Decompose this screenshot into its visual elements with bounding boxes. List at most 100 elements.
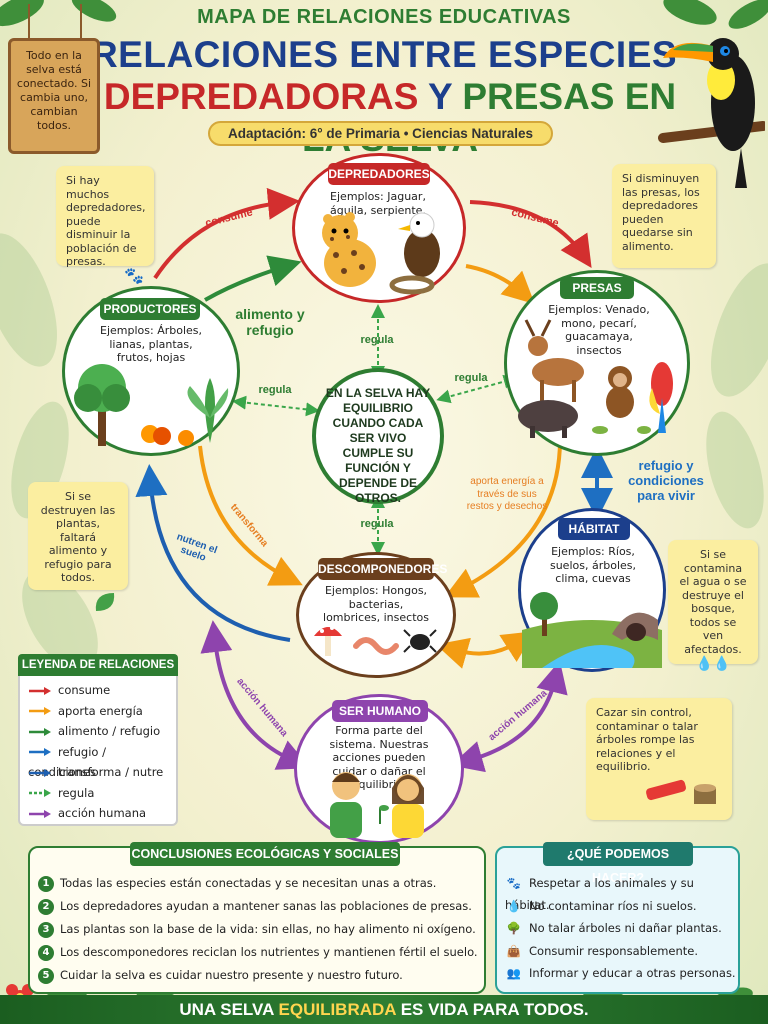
legend-item: refugio / condiciones <box>28 742 176 779</box>
footer-part1: UNA SELVA <box>179 1000 274 1019</box>
transforma-arrow <box>198 445 303 586</box>
consume-arrow-right <box>469 200 592 269</box>
node-depredadores-title: DEPREDADORES <box>328 163 430 185</box>
title-depredadoras: DEPREDADORAS <box>103 76 419 117</box>
regula-arrow-left <box>232 395 320 417</box>
node-depredadores-text: Ejemplos: Jaguar, águila, serpiente. <box>330 190 426 217</box>
conclusion-text: Todas las especies están conectadas y se… <box>60 876 437 890</box>
soil-arrow <box>435 631 535 669</box>
legend-title: LEYENDA DE RELACIONES <box>18 654 178 676</box>
note-top-right: Si disminuyen las presas, los depredador… <box>612 164 716 268</box>
energy-arrow-right <box>444 439 562 598</box>
conclusion-item: 4 Los descomponedores reciclan los nutrie… <box>38 941 478 963</box>
action-text: Respetar a los animales y su hábitat. <box>505 876 694 912</box>
conclusion-number-badge: 4 <box>38 944 54 961</box>
label-refugio: refugio y condiciones para vivir <box>628 458 704 503</box>
conclusions-title: CONCLUSIONES ECOLÓGICAS Y SOCIALES <box>130 842 400 866</box>
conclusion-number-badge: 1 <box>38 875 54 892</box>
sign-rope <box>28 4 30 40</box>
label-regula-left: regula <box>258 384 292 396</box>
grade-pill: Adaptación: 6° de Primaria • Ciencias Na… <box>208 121 553 146</box>
node-productores-title: PRODUCTORES <box>100 298 200 320</box>
human-arrow-right <box>450 660 568 773</box>
action-item: 🌳 No talar árboles ni dañar plantas. <box>505 917 737 939</box>
conclusion-text: Los descomponedores reciclan los nutrien… <box>60 945 478 959</box>
legend-item-label: consume <box>58 683 111 697</box>
conclusion-number-badge: 3 <box>38 921 54 938</box>
conclusion-item: 2 Los depredadores ayudan a mantener sana… <box>38 895 478 917</box>
tree-icon: 🌳 <box>506 921 522 935</box>
paw-icon: 🐾 <box>124 265 144 285</box>
leaf-icon <box>95 592 115 611</box>
paw-icon: 🐾 <box>506 876 522 890</box>
legend-item: acción humana <box>28 803 176 823</box>
note-bottom-right: Cazar sin control, contaminar o talar ár… <box>586 698 732 820</box>
node-descomponedores-title: DESCOMPONEDORES <box>318 558 447 580</box>
legend-arrow-icon <box>29 686 51 695</box>
legend-arrow-icon <box>29 707 51 715</box>
note-mid-left-text: Si se destruyen las plantas, faltará ali… <box>40 490 116 584</box>
legend-item-label: regula <box>58 785 95 800</box>
legend-arrow-icon <box>29 748 51 756</box>
legend-item: aporta energía <box>28 701 176 721</box>
note-mid-right: Si se contamina el agua o se destruye el… <box>668 540 758 671</box>
legend-item-label: acción humana <box>58 806 147 820</box>
water-drop-icon: 💧💧 <box>695 656 731 672</box>
regula-arrow-right <box>436 374 518 404</box>
shopping-bag-icon: 👜 <box>506 943 522 958</box>
conclusion-item: 1 Todas las especies están conectadas y s… <box>38 872 478 894</box>
action-text: No contaminar ríos ni suelos. <box>529 898 697 913</box>
title-y: Y <box>428 76 453 117</box>
node-descomponedores-text: Ejemplos: Hongos, bacterias, lombrices, … <box>323 584 429 624</box>
legend-item: consume <box>28 680 176 700</box>
legend-arrow-icon <box>29 809 51 818</box>
action-text: No talar árboles ni dañar plantas. <box>529 921 722 935</box>
legend-item: regula <box>28 783 176 803</box>
decomposers-icon <box>314 626 437 656</box>
node-habitat-text: Ejemplos: Ríos, suelos, árboles, clima, … <box>549 545 636 585</box>
node-centro[interactable] <box>312 368 444 504</box>
actions-title: ¿QUÉ PODEMOS HACER? <box>543 842 693 885</box>
legend-item-label: transforma / nutre <box>58 765 164 779</box>
note-top-left: Si hay muchos depredadores, puede dismin… <box>56 166 154 283</box>
plants-icon <box>74 364 229 446</box>
node-presas-title: PRESAS <box>560 277 634 299</box>
chainsaw-stump-icon <box>646 779 716 804</box>
conclusion-item: 3 Las plantas son la base de la vida: sin… <box>38 918 478 940</box>
center-message: EN LA SELVA HAY EQUILIBRIO CUANDO CADA S… <box>325 386 431 505</box>
action-item: 💧 No contaminar ríos ni suelos. <box>505 895 737 917</box>
footer-banner: UNA SELVA EQUILIBRADA ES VIDA PARA TODOS… <box>0 995 768 1024</box>
habitat-icon <box>522 592 662 668</box>
footer-part2: EQUILIBRADA <box>278 1000 396 1019</box>
people-icon: 👥 <box>506 966 522 980</box>
note-bottom-right-text: Cazar sin control, contaminar o talar ár… <box>596 706 698 773</box>
food-arrow <box>204 255 302 302</box>
conclusions-box <box>28 846 486 994</box>
water-drop-icon: 💧 <box>506 898 522 913</box>
human-arrow-left <box>200 620 311 770</box>
footer-part3: ES VIDA PARA TODOS. <box>400 1000 589 1019</box>
label-aporta: aporta energía a través de sus restos y … <box>466 476 548 512</box>
legend-arrow-icon <box>29 789 51 797</box>
legend-item: alimento / refugio <box>28 721 176 741</box>
energy-arrow-top <box>465 264 535 305</box>
conclusion-text: Los depredadores ayudan a mantener sanas… <box>60 899 472 913</box>
node-productores-text: Ejemplos: Árboles, lianas, plantas, frut… <box>100 324 203 364</box>
note-top-left-text: Si hay muchos depredadores, puede dismin… <box>66 174 146 268</box>
node-habitat-title: HÁBITAT <box>558 518 630 540</box>
label-alimento: alimento y refugio <box>235 306 305 338</box>
conclusion-number-badge: 2 <box>38 898 54 915</box>
page-subtitle: MAPA DE RELACIONES EDUCATIVAS <box>197 6 571 28</box>
node-humano-text: Forma parte del sistema. Nuestras accion… <box>329 724 429 791</box>
prey-animals-icon <box>518 319 673 438</box>
conclusion-text: Las plantas son la base de la vida: sin … <box>60 922 476 936</box>
legend-box <box>18 654 178 826</box>
label-regula-bottom: regula <box>360 518 394 530</box>
node-humano-title: SER HUMANO <box>332 700 428 722</box>
sign-rope <box>80 4 82 40</box>
action-text: Consumir responsablemente. <box>529 943 698 958</box>
action-text: Informar y educar a otras personas. <box>529 966 736 980</box>
action-item: 👜 Consumir responsablemente. <box>505 940 737 962</box>
